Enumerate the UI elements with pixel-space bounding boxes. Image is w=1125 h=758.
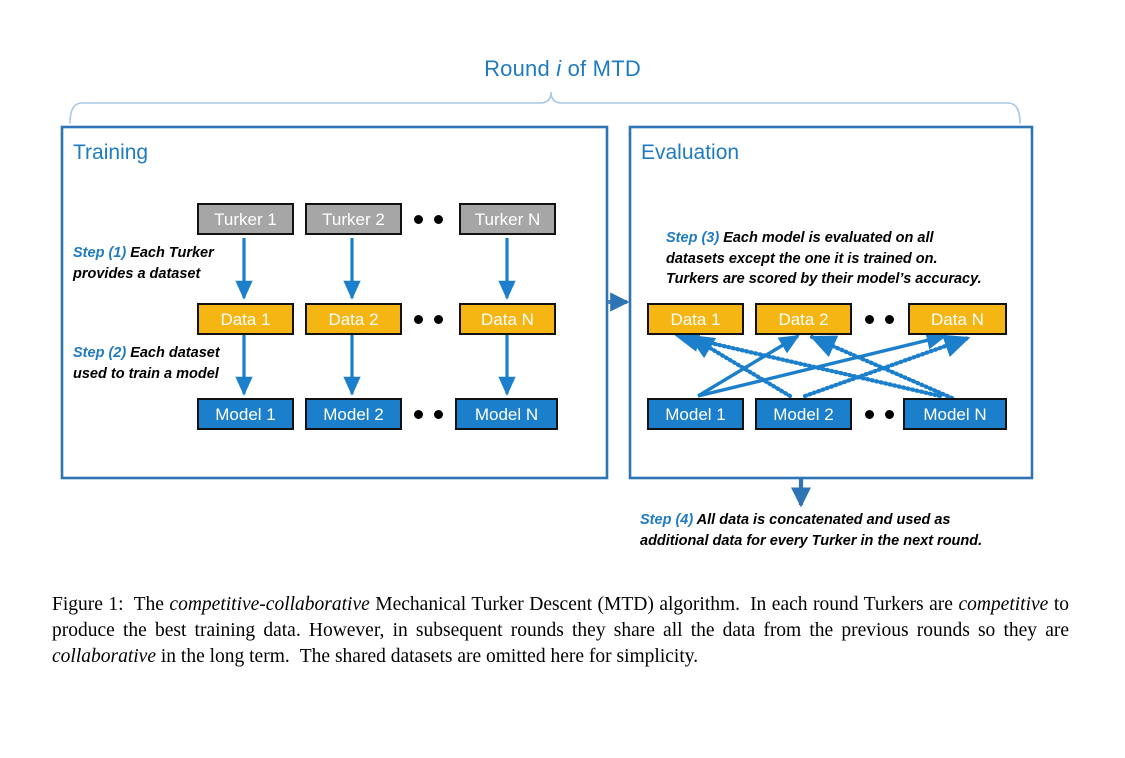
step-4-note: Step (4) All data is concatenated and us… [640, 510, 1040, 551]
training-panel-heading: Training [73, 141, 149, 164]
round-title-variable: i [556, 56, 562, 81]
eval-model2-arrows [687, 333, 971, 399]
training-data-1-node[interactable]: Data 1 [197, 303, 294, 335]
training-data-n-node[interactable]: Data N [459, 303, 556, 335]
eval-model-n-node[interactable]: Model N [903, 398, 1007, 430]
caption-emphasis-3: collaborative [52, 645, 156, 667]
caption-text-4: to produce the best training data. Howev… [52, 594, 1069, 641]
round-title-prefix: Round [484, 56, 557, 81]
caption-text-2: Mechanical Turker Descent (MTD) algorith… [369, 594, 741, 615]
training-model-2-node[interactable]: Model 2 [305, 398, 402, 430]
caption-text-6: The shared datasets are omitted here for… [299, 645, 699, 667]
eval-data-2-node[interactable]: Data 2 [755, 303, 852, 335]
eval-data-n-node[interactable]: Data N [908, 303, 1007, 335]
eval-model-1-node[interactable]: Model 1 [647, 398, 744, 430]
eval-model-2-node[interactable]: Model 2 [755, 398, 852, 430]
evaluation-panel-frame [628, 125, 1034, 480]
step-2-label: Step (2) [73, 345, 127, 361]
step-4-line-1: All data is concatenated and used as [693, 512, 951, 528]
round-brace [69, 91, 1021, 124]
step-2-line-2: used to train a model [73, 365, 219, 382]
step-3-line-2: datasets except the one it is trained on… [666, 250, 938, 267]
evaluation-panel-heading: Evaluation [641, 141, 740, 164]
caption-text-1: The [133, 594, 170, 615]
step-4-label: Step (4) [640, 512, 694, 528]
training-turker-ellipsis [414, 215, 443, 224]
caption-text-5: in the long term. [155, 645, 290, 667]
step-1-line-2: provides a dataset [73, 265, 201, 282]
training-panel-frame [60, 125, 609, 480]
training-turker-n-node[interactable]: Turker N [459, 203, 556, 235]
step-2-line-1: Each dataset [126, 345, 220, 361]
round-title: Round i of MTD [0, 56, 1125, 82]
caption-label: Figure 1: [52, 594, 124, 615]
eval-modelN-arrows [673, 328, 955, 401]
caption-emphasis-2: competitive [958, 594, 1049, 615]
training-data-to-model-arrows [235, 334, 516, 396]
training-model-n-node[interactable]: Model N [455, 398, 558, 430]
training-data-2-node[interactable]: Data 2 [305, 303, 402, 335]
figure-caption: Figure 1: The competitive-collaborative M… [52, 592, 1069, 670]
step-1-line-1: Each Turker [126, 245, 214, 261]
training-turker-2-node[interactable]: Turker 2 [305, 203, 402, 235]
training-data-ellipsis [414, 315, 443, 324]
step-3-note: Step (3) Each model is evaluated on all … [666, 228, 996, 290]
training-model-1-node[interactable]: Model 1 [197, 398, 294, 430]
training-turker-1-node[interactable]: Turker 1 [197, 203, 294, 235]
training-turker-to-data-arrows [235, 238, 516, 300]
eval-model1-arrows [697, 331, 947, 398]
step-1-note: Step (1) Each Turker provides a dataset [73, 243, 248, 284]
eval-model-ellipsis [865, 410, 894, 419]
step-1-label: Step (1) [73, 245, 127, 261]
step-2-note: Step (2) Each dataset used to train a mo… [73, 343, 253, 384]
step-3-line-3: Turkers are scored by their model’s accu… [666, 271, 982, 288]
eval-data-1-node[interactable]: Data 1 [647, 303, 744, 335]
round-title-suffix: of MTD [561, 56, 641, 81]
caption-emphasis-1: competitive-collaborative [169, 594, 370, 615]
step-4-line-2: additional data for every Turker in the … [640, 532, 983, 549]
step-3-line-1: Each model is evaluated on all [719, 230, 934, 246]
eval-data-ellipsis [865, 315, 894, 324]
caption-text-3: In each round Turkers are [750, 594, 959, 615]
step-3-label: Step (3) [666, 230, 720, 246]
training-model-ellipsis [414, 410, 443, 419]
